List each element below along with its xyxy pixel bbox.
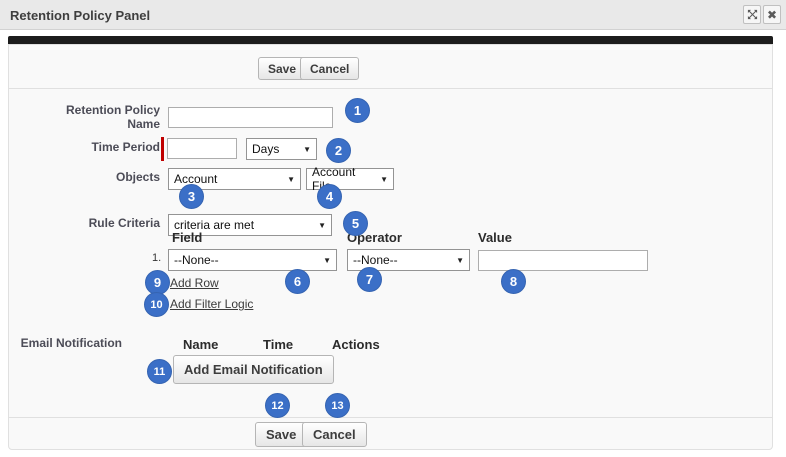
criteria-operator-value: --None-- (353, 253, 398, 267)
name-column-header: Name (183, 337, 219, 352)
dropdown-arrow-icon: ▼ (287, 174, 295, 184)
annotation-badge-10: 10 (144, 292, 169, 317)
time-column-header: Time (263, 337, 294, 352)
annotation-badge-6: 6 (285, 269, 310, 294)
cancel-button-bottom[interactable]: Cancel (302, 422, 367, 447)
annotation-badge-12: 12 (265, 393, 290, 418)
rule-criteria-select[interactable]: criteria are met ▼ (168, 214, 332, 236)
annotation-badge-3: 3 (179, 184, 204, 209)
cancel-button-top[interactable]: Cancel (300, 57, 360, 80)
page-title: Retention Policy Panel (10, 8, 151, 23)
annotation-badge-2: 2 (326, 138, 351, 163)
dropdown-arrow-icon: ▼ (380, 174, 388, 184)
title-bar: Retention Policy Panel ✖ (0, 0, 786, 30)
time-period-unit-value: Days (252, 142, 280, 156)
criteria-operator-select[interactable]: --None-- ▼ (347, 249, 470, 271)
object-select-value: Account (174, 172, 218, 186)
save-button-bottom[interactable]: Save (255, 422, 308, 447)
time-period-input[interactable] (167, 138, 237, 159)
expand-icon (747, 9, 757, 20)
bottom-toolbar-divider (9, 417, 772, 418)
expand-button[interactable] (743, 5, 761, 24)
required-field-bar (161, 137, 164, 161)
criteria-field-value: --None-- (174, 253, 219, 267)
dropdown-arrow-icon: ▼ (303, 144, 311, 154)
time-period-label: Time Period (91, 140, 160, 154)
email-notification-label: Email Notification (20, 336, 122, 350)
close-button[interactable]: ✖ (763, 5, 781, 24)
object-file-select[interactable]: Account File ▼ (306, 165, 394, 193)
objects-label: Objects (115, 170, 160, 184)
dropdown-arrow-icon: ▼ (318, 220, 326, 230)
save-button-top[interactable]: Save (258, 57, 307, 80)
add-filter-logic-link[interactable]: Add Filter Logic (170, 297, 254, 311)
actions-column-header: Actions (332, 337, 380, 352)
top-toolbar-divider (9, 88, 772, 89)
retention-policy-name-label: Retention Policy Name (65, 103, 160, 131)
retention-policy-name-input[interactable] (168, 107, 333, 128)
annotation-badge-13: 13 (325, 393, 350, 418)
criteria-value-input[interactable] (478, 250, 648, 271)
add-email-notification-button[interactable]: Add Email Notification (173, 355, 334, 384)
top-accent-bar (8, 36, 773, 44)
criteria-field-select[interactable]: --None-- ▼ (168, 249, 337, 271)
annotation-badge-1: 1 (345, 98, 370, 123)
field-column-header: Field (172, 230, 203, 245)
add-row-link[interactable]: Add Row (170, 276, 219, 290)
annotation-badge-11: 11 (147, 359, 172, 384)
close-icon: ✖ (766, 7, 778, 22)
annotation-badge-5: 5 (343, 211, 368, 236)
object-select[interactable]: Account ▼ (168, 168, 301, 190)
time-period-unit-select[interactable]: Days ▼ (246, 138, 317, 160)
dropdown-arrow-icon: ▼ (456, 255, 464, 265)
annotation-badge-7: 7 (357, 267, 382, 292)
dropdown-arrow-icon: ▼ (323, 255, 331, 265)
rule-criteria-select-value: criteria are met (174, 218, 255, 232)
annotation-badge-9: 9 (145, 270, 170, 295)
criteria-row-number: 1. (152, 252, 162, 264)
value-column-header: Value (478, 230, 512, 245)
panel-body (8, 44, 773, 450)
annotation-badge-8: 8 (501, 269, 526, 294)
rule-criteria-label: Rule Criteria (88, 216, 160, 230)
annotation-badge-4: 4 (317, 184, 342, 209)
